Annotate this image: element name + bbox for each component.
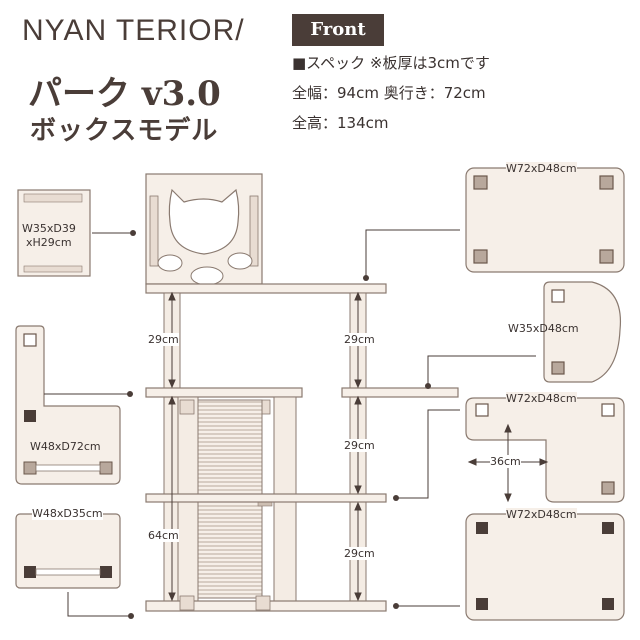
- brand-logo: NYAN TERIOR/: [22, 14, 245, 47]
- spec-line-2: 全幅：94cm 奥行き：72cm: [292, 84, 486, 102]
- dim-lower-left: 64cm: [148, 529, 179, 542]
- part-box-label-1: W35xD39: [22, 222, 76, 235]
- dim-upper-right: 29cm: [344, 333, 375, 346]
- part-top-board-label: W72xD48cm: [506, 162, 577, 175]
- part-round-board: [543, 281, 622, 383]
- product-subtitle: ボックスモデル: [30, 116, 219, 146]
- part-base-board: [465, 513, 625, 621]
- part-l-board-label: W48xD72cm: [30, 440, 101, 453]
- part-l-board-left: [15, 325, 121, 485]
- spec-line-3: 全高：134cm: [292, 114, 389, 132]
- cat-face-hole-icon: [168, 188, 240, 255]
- part-small-board-label: W48xD35cm: [32, 507, 103, 520]
- part-box: [17, 189, 91, 277]
- part-cutout-board: [465, 397, 625, 503]
- part-box-label-2: xH29cm: [26, 236, 72, 249]
- cutout-width-label: 36cm: [490, 455, 521, 468]
- side-step: [341, 387, 459, 398]
- paw-hole-right: [227, 252, 253, 270]
- product-title: パーク v3.0: [28, 74, 221, 114]
- paw-hole-left: [157, 254, 183, 272]
- dim-upper-left: 29cm: [148, 333, 179, 346]
- view-badge: Front: [292, 14, 384, 46]
- dim-mid-right: 29cm: [344, 439, 375, 452]
- middle-shelf: [145, 387, 303, 398]
- dim-lower-right: 29cm: [344, 547, 375, 560]
- spec-line-1: ■スペック ※板厚は3cmです: [292, 54, 490, 72]
- paw-hole-mid: [190, 266, 224, 286]
- part-base-board-label: W72xD48cm: [506, 508, 577, 521]
- top-shelf: [145, 283, 387, 294]
- part-round-board-label: W35xD48cm: [508, 322, 579, 335]
- lower-shelf: [145, 493, 387, 503]
- part-cutout-board-label: W72xD48cm: [506, 392, 577, 405]
